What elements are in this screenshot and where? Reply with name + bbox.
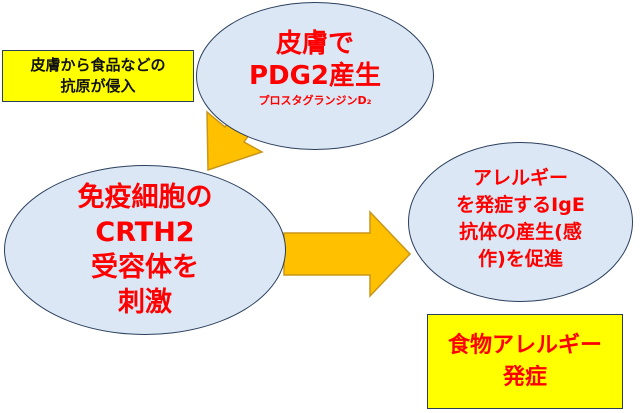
immune-cells-line4: 刺激 bbox=[118, 287, 172, 318]
ellipse-immune-cells-text: 免疫細胞の CRTH2 受容体を 刺激 bbox=[4, 180, 286, 320]
skin-pdg2-line1: 皮膚で bbox=[275, 29, 354, 59]
allergy-promotion-line2: を発症するIgE bbox=[456, 194, 585, 216]
food-allergy-line1: 食物アレルギー bbox=[447, 333, 602, 358]
ellipse-allergy-promotion-text: アレルギー を発症するIgE 抗体の産生(感 作)を促進 bbox=[408, 165, 633, 273]
skin-pdg2-line3: プロスタグランジンD₂ bbox=[258, 94, 372, 107]
skin-pdg2-line2: PDG2産生 bbox=[248, 61, 382, 91]
antigen-entry-line2: 抗原が侵入 bbox=[60, 77, 136, 95]
allergy-promotion-line1: アレルギー bbox=[472, 167, 568, 189]
immune-cells-line3: 受容体を bbox=[91, 252, 199, 283]
ellipse-allergy-promotion bbox=[408, 142, 633, 302]
ellipse-skin-pdg2 bbox=[196, 2, 434, 150]
allergy-promotion-line3: 抗体の産生(感 bbox=[459, 221, 582, 243]
ellipse-immune-cells bbox=[4, 165, 286, 335]
immune-cells-line2: CRTH2 bbox=[95, 217, 195, 248]
box-antigen-entry: 皮膚から食品などの 抗原が侵入 bbox=[2, 50, 194, 102]
antigen-entry-line1: 皮膚から食品などの bbox=[30, 56, 166, 74]
immune-cells-line1: 免疫細胞の bbox=[77, 182, 213, 213]
ellipse-skin-pdg2-text: 皮膚で PDG2産生 プロスタグランジンD₂ bbox=[196, 28, 434, 110]
arrow-immune-to-allergy bbox=[283, 210, 412, 298]
food-allergy-line2: 発症 bbox=[502, 365, 547, 390]
box-food-allergy: 食物アレルギー 発症 bbox=[427, 314, 623, 409]
allergy-promotion-line4: 作)を促進 bbox=[478, 248, 563, 270]
